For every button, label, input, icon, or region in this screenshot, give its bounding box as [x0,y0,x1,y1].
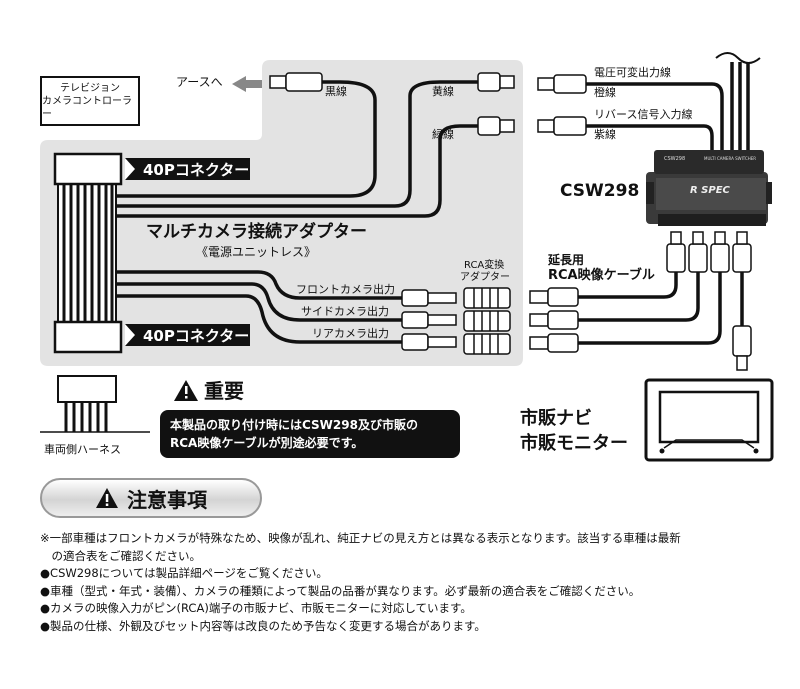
unit-brand-logo: R SPEC [690,185,730,196]
csw298-model-label: CSW298 [560,181,640,201]
front-output-label: フロントカメラ出力 [296,283,395,296]
front-wire-line [116,270,402,300]
rca-conversion-adapters [463,287,511,355]
unit-top-cable [730,62,750,152]
unit-label-right: MULTI CAMERA SWITCHER [704,156,757,161]
important-line-2: RCA映像ケーブルが別途必要です。 [170,436,364,450]
yellow-wire-plug [477,72,515,92]
earth-arrow-icon [232,76,262,92]
csw298-unit [646,150,772,226]
cable-break-mark [715,52,761,64]
tv-label-2: カメラコントローラー [42,95,132,120]
earth-label: アースへ [176,75,223,89]
adapter-panel [40,60,523,366]
caution-title: 注意事項 [127,487,207,512]
connector-top-tag: 40Pコネクター [125,158,250,180]
important-notice: 本製品の取り付け時にはCSW298及び市販の RCA映像ケーブルが別途必要です。 [160,410,460,458]
vehicle-harness [40,375,150,433]
connector-top [53,152,123,186]
caution-notes: ※一部車種はフロントカメラが特殊なため、映像が乱れ、純正ナビの見え方とは異なる表… [40,530,780,635]
black-wire-plug [269,72,323,92]
connector-bottom [53,320,123,354]
vehicle-harness-label: 車両側ハーネス [44,443,121,456]
note-item: ●車種（型式・年式・装備）、カメラの種類によって製品の品番が異なります。必ず最新… [40,583,641,598]
black-wire-line [116,80,377,198]
tv-camera-controller: テレビジョン カメラコントローラー [40,76,140,126]
rear-output-label: リアカメラ出力 [312,327,389,340]
adapter-title: マルチカメラ接続アダプター [146,222,367,242]
side-output-label: サイドカメラ出力 [301,305,389,318]
black-wire-label: 黒線 [325,85,347,98]
tv-label-1: テレビジョン [60,82,120,94]
rca-adapter-label-1: RCA変換 [464,260,505,271]
rca-adapter-label-2: アダプター [460,272,510,283]
reverse-wire-label: リバース信号入力線 [594,108,693,121]
extension-cable-label-1: 延長用 [548,253,585,267]
extension-cable-label-2: RCA映像ケーブル [548,268,655,283]
warning-icon [174,380,198,401]
note-item: ※一部車種はフロントカメラが特殊なため、映像が乱れ、純正ナビの見え方とは異なる表… [40,531,681,545]
navi-label: 市販ナビ [520,408,592,429]
monitor-icon [644,378,774,462]
monitor-label: 市販モニター [520,433,628,454]
rca-plugs-output [401,289,457,351]
note-item: ●製品の仕様、外観及びセット内容等は改良のため予告なく変更する場合があります。 [40,618,486,633]
note-item: ●CSW298については製品詳細ページをご覧ください。 [40,566,328,580]
green-wire-label: 緑線 [432,128,454,141]
yellow-wire-label: 黄線 [432,85,454,98]
note-item: ●カメラの映像入力がピン(RCA)端子の市販ナビ、市販モニターに対応しています。 [40,601,472,615]
yellow-wire-line [116,80,478,208]
important-title: 重要 [204,379,244,403]
note-item: の適合表をご確認ください。 [40,548,201,563]
adapter-subtitle: 《電源ユニットレス》 [196,245,317,259]
connector-bottom-tag: 40Pコネクター [125,324,250,346]
volt-color-label: 橙線 [594,86,616,99]
side-wire-line [116,282,402,322]
important-line-1: 本製品の取り付け時にはCSW298及び市販の [170,418,418,432]
caution-header: 注意事項 [40,478,262,518]
purple-wire [537,116,714,152]
volt-wire-label: 電圧可変出力線 [594,66,671,79]
caution-warning-icon [96,488,118,508]
unit-label-left: CSW298 [664,156,686,162]
reverse-color-label: 紫線 [594,128,616,141]
extension-rca-cables [529,231,752,371]
green-wire-plug [477,116,515,136]
rear-wire-line [116,294,402,344]
green-wire-line [116,124,478,218]
cable-bundle [57,179,117,331]
orange-wire [537,74,724,152]
